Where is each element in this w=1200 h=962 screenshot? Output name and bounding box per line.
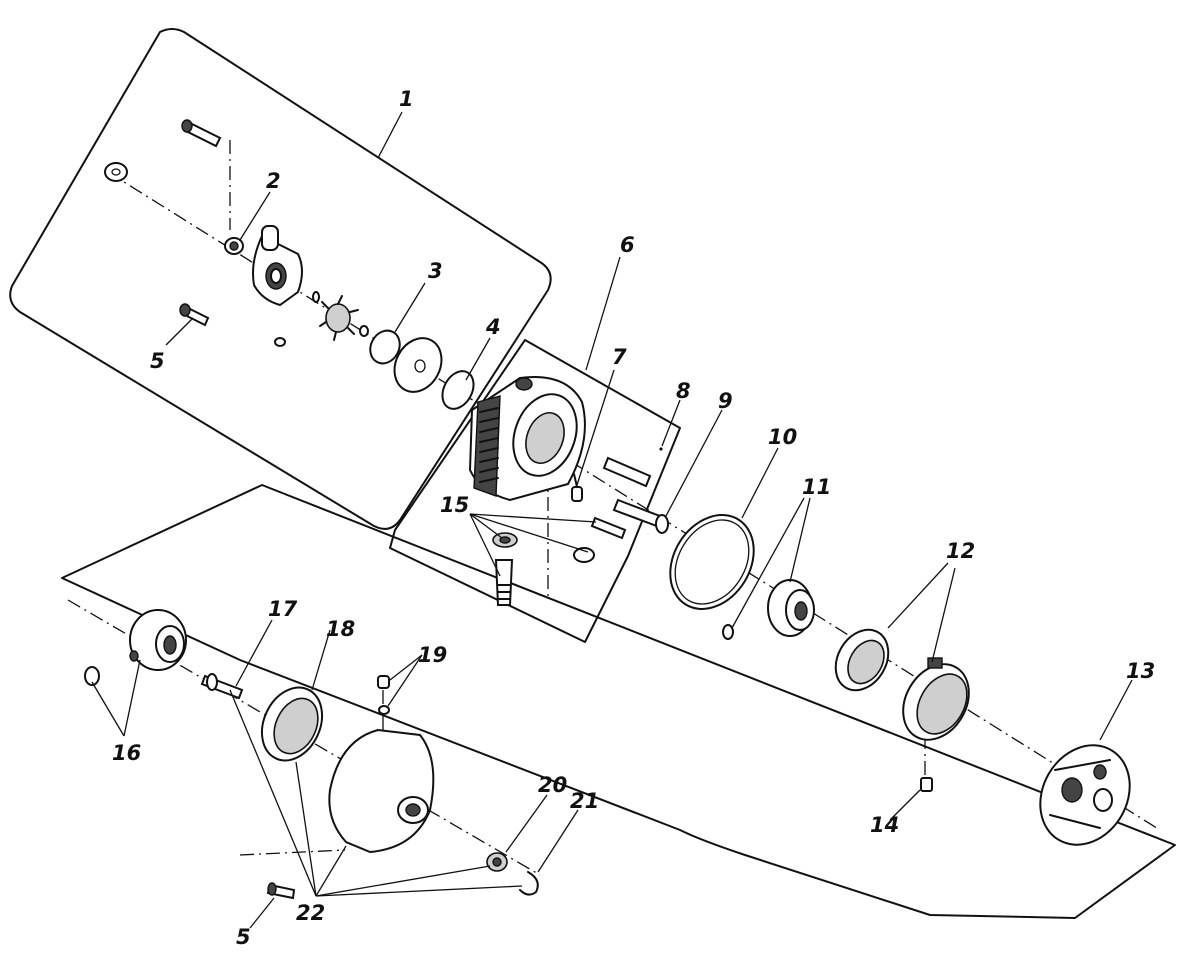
o-ring-10 bbox=[669, 514, 755, 610]
callout-8: 8 bbox=[676, 379, 691, 403]
bearing-ring-12-front bbox=[834, 628, 890, 692]
dowel-pin-15 bbox=[590, 516, 627, 540]
snap-ring-21 bbox=[519, 871, 539, 896]
plug-11 bbox=[722, 624, 734, 640]
main-housing-part bbox=[468, 376, 586, 502]
callout-12: 12 bbox=[946, 539, 975, 563]
o-ring-3 bbox=[369, 329, 401, 365]
dowel-pin-part bbox=[602, 456, 652, 488]
callout-5-upper: 5 bbox=[150, 349, 165, 373]
callout-22: 22 bbox=[296, 901, 325, 925]
callout-21: 21 bbox=[570, 789, 599, 813]
washer-19 bbox=[378, 705, 390, 715]
lock-ring-15 bbox=[573, 547, 595, 563]
callout-7: 7 bbox=[612, 345, 627, 369]
callout-14: 14 bbox=[870, 813, 899, 837]
callout-17: 17 bbox=[268, 597, 298, 621]
pin-7 bbox=[571, 486, 583, 502]
impeller-gear-part bbox=[319, 295, 359, 341]
callout-3: 3 bbox=[428, 259, 443, 283]
callout-11: 11 bbox=[802, 475, 831, 499]
eccentric-11-part bbox=[767, 579, 815, 637]
callout-15: 15 bbox=[440, 493, 469, 517]
callout-20: 20 bbox=[538, 773, 567, 797]
group-frame-lower-housing bbox=[61, 484, 1176, 919]
axis-line-cover bbox=[239, 849, 346, 856]
washer-part bbox=[104, 162, 128, 182]
pinion-shaft-15 bbox=[494, 559, 514, 606]
callout-13: 13 bbox=[1126, 659, 1155, 683]
callout-19: 19 bbox=[418, 643, 447, 667]
bearing-ring-12-rear bbox=[902, 657, 970, 741]
callout-10: 10 bbox=[768, 425, 797, 449]
callout-9: 9 bbox=[718, 389, 733, 413]
end-cover-13-part bbox=[1039, 744, 1131, 846]
seal-18-part bbox=[260, 686, 324, 762]
callout-6: 6 bbox=[620, 233, 635, 257]
wear-plate-part bbox=[393, 337, 443, 393]
group-frame-1 bbox=[9, 28, 552, 530]
group-frame-6 bbox=[389, 339, 681, 643]
callout-1: 1 bbox=[399, 87, 414, 111]
callout-18: 18 bbox=[326, 617, 355, 641]
callout-4: 4 bbox=[485, 315, 501, 339]
o-ring-4 bbox=[441, 370, 475, 410]
lower-cover-22-part bbox=[328, 728, 435, 854]
leader-lines bbox=[91, 111, 1133, 929]
axis-line-upper bbox=[107, 171, 1161, 831]
callout-5-lower: 5 bbox=[236, 925, 251, 949]
eccentric-16-part bbox=[129, 609, 187, 671]
callout-16: 16 bbox=[112, 741, 141, 765]
drain-plug-14 bbox=[920, 777, 933, 792]
plug-19 bbox=[377, 675, 390, 689]
callout-2: 2 bbox=[266, 169, 281, 193]
plug-16 bbox=[84, 666, 100, 686]
